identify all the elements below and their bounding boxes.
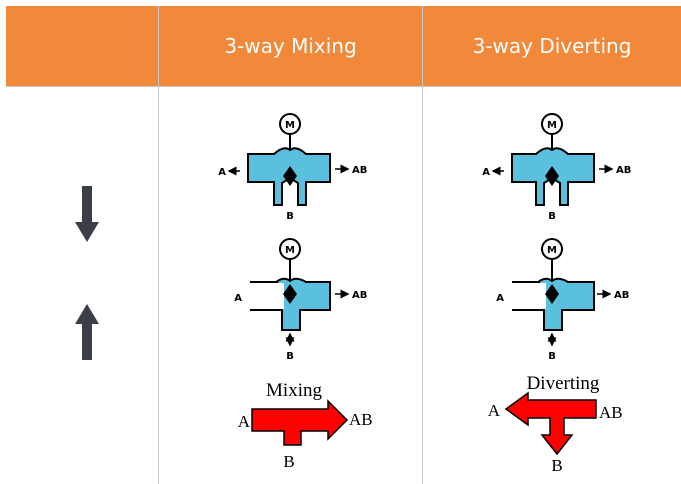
mixing-valve-bottom: M A AB B (234, 238, 367, 362)
diverting-valve-bottom: M A AB B (496, 238, 629, 362)
column-divider (158, 6, 159, 484)
port-ab-label: AB (616, 165, 631, 176)
diverting-flow-arrow (504, 391, 597, 456)
port-a-label: A (218, 167, 226, 178)
header-cell-diverting: 3-way Diverting (423, 6, 681, 86)
row-divider (6, 86, 681, 87)
port-ab-label: AB (352, 290, 367, 301)
mixing-port-b: B (283, 452, 294, 471)
diverting-flow-symbol: Diverting A AB B (488, 373, 623, 475)
diverting-port-ab: AB (599, 403, 623, 422)
motor-label: M (547, 120, 557, 131)
header-cell-blank (6, 6, 158, 86)
column-divider (422, 6, 423, 484)
motor-icon (279, 113, 301, 135)
mixing-flow-symbol: Mixing A AB B (238, 380, 373, 471)
diverting-title: Diverting (527, 373, 600, 394)
motor-icon (541, 238, 563, 260)
valve-plug (545, 166, 559, 186)
down-arrow-icon (75, 186, 99, 242)
valve-comparison-table: 3-way Mixing 3-way Diverting (6, 6, 681, 484)
up-arrow-icon (75, 304, 99, 360)
diverting-valve-top: M A AB B (482, 113, 631, 222)
header-diverting-label: 3-way Diverting (472, 34, 632, 58)
header-cell-mixing: 3-way Mixing (159, 6, 422, 86)
closed-port (250, 283, 284, 309)
mixing-flow-arrow (251, 399, 349, 446)
motor-label: M (285, 120, 295, 131)
diverting-port-a: A (488, 401, 501, 420)
motor-icon (541, 113, 563, 135)
motor-label: M (547, 245, 557, 256)
valve-plug (283, 166, 297, 186)
port-ab-label: AB (614, 290, 629, 301)
diverting-port-b: B (551, 456, 562, 475)
port-b-label: B (286, 351, 294, 362)
motor-label: M (285, 245, 295, 256)
mixing-valve-top: M A AB B (218, 113, 367, 222)
port-b-label: B (286, 211, 294, 222)
port-b-label: B (548, 211, 556, 222)
motor-icon (279, 238, 301, 260)
mixing-port-ab: AB (349, 410, 373, 429)
valve-plug (283, 284, 297, 304)
mixing-title: Mixing (266, 380, 322, 401)
port-b-label: B (548, 351, 556, 362)
port-ab-label: AB (352, 165, 367, 176)
header-mixing-label: 3-way Mixing (224, 34, 357, 58)
valve-plug (545, 284, 559, 304)
port-a-label: A (496, 293, 504, 304)
port-a-label: A (234, 293, 242, 304)
mixing-port-a: A (238, 412, 251, 431)
port-a-label: A (482, 167, 490, 178)
closed-port (512, 283, 546, 309)
